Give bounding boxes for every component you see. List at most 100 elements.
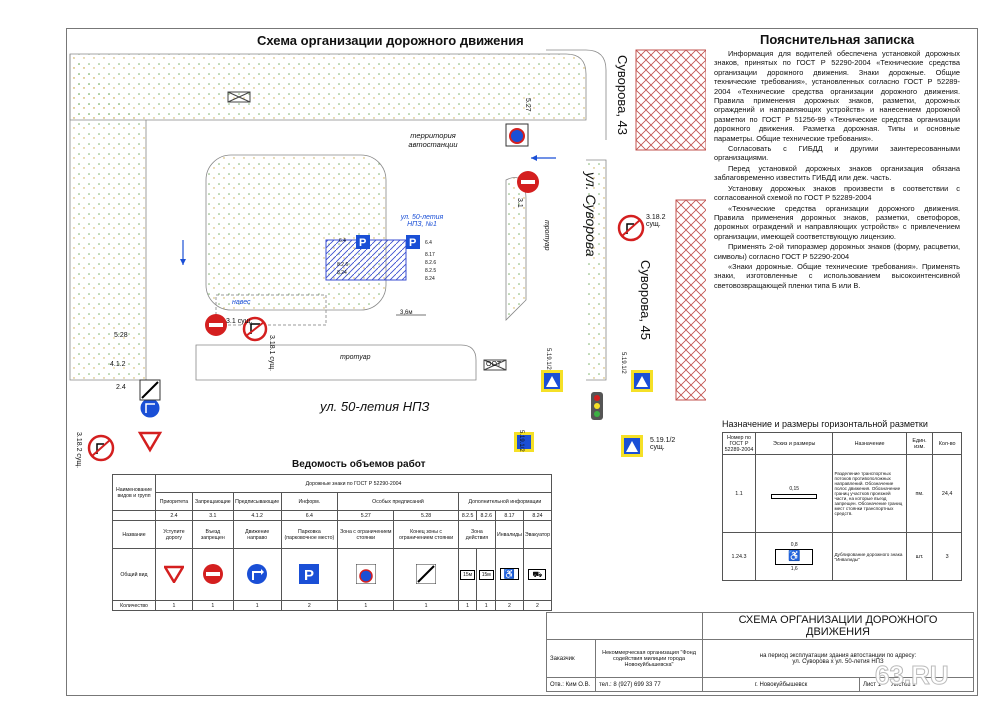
stamp-period: на период эксплуатации здания автостанци…: [759, 652, 917, 659]
marking-unit: шт.: [905, 532, 934, 581]
drawing-frame: [66, 28, 978, 696]
vol-qty: 1: [457, 600, 478, 611]
vol-code: 5.28: [393, 510, 459, 521]
notes-title: Пояснительная записка: [760, 32, 915, 47]
vol-code: 4.1.2: [232, 510, 282, 521]
sign-5191-a: [541, 370, 563, 392]
vol-name: Конец зоны с ограничением стоянки: [393, 520, 459, 549]
marking-table: Номер по ГОСТ Р 52289-2004 Эскиз и разме…: [722, 432, 962, 581]
scheme-title: Схема организации дорожного движения: [257, 33, 524, 48]
svg-text:P: P: [304, 567, 314, 584]
vol-name: Эвакуатор: [522, 520, 553, 549]
marking-purpose: Дублирование дорожного знака "Инвалиды": [832, 532, 907, 581]
canopy: [215, 294, 327, 326]
sign-824-b-label: 8.24: [425, 276, 435, 282]
no-entry-icon: [191, 548, 234, 601]
green-area-top: [69, 53, 587, 121]
vol-group-header: Дорожные знаки по ГОСТ Р 52290-2004: [155, 474, 552, 493]
marking-row: 1.24.3 0,8 ♿ 1,6 Дублирование дорожного …: [722, 532, 962, 581]
line-sketch: [771, 494, 818, 499]
vol-name: Парковка (парковочное место): [280, 520, 339, 549]
vol-code: 2.4: [155, 510, 193, 521]
vol-name: Движение направо: [232, 520, 282, 549]
notes-paragraph: «Технические средства организации дорожн…: [714, 203, 960, 241]
house-45: [675, 199, 706, 401]
sign-5191-c: [621, 435, 643, 457]
zone-plate-left: 15м: [476, 548, 497, 601]
end-restricted-zone-icon: [393, 548, 459, 601]
marking-qty: 3: [932, 532, 962, 581]
house-45-label: Суворова, 45: [638, 260, 653, 341]
sign-3182-a-label: 3.18.2 сущ.: [646, 214, 666, 228]
vol-row-label: Общий вид: [112, 548, 156, 601]
house-43: [635, 49, 706, 151]
sign-3182-right: [617, 214, 645, 242]
sign-826-b-label: 8.2.6: [337, 262, 349, 268]
plate-text: 15м: [478, 569, 494, 580]
vol-code: 8.2.6: [476, 510, 497, 521]
marking-header: Назначение: [832, 432, 907, 455]
title-stamp: СХЕМА ОРГАНИЗАЦИИ ДОРОЖНОГО ДВИЖЕНИЯ Зак…: [546, 612, 974, 692]
vol-code: 8.24: [522, 510, 553, 521]
vol-qty: 2: [495, 600, 524, 611]
marking-header: Един. изм.: [905, 432, 934, 455]
notes-paragraph: Установку дорожных знаков произвести в с…: [714, 183, 960, 203]
sign-3182-b-label: 3.18.2 сущ.: [75, 432, 82, 469]
dim-w: 0,15: [789, 486, 800, 492]
sign-24: [137, 431, 163, 453]
vol-qty: 2: [280, 600, 339, 611]
stamp-phone: тел.: 8 (927) 699 33 77: [595, 677, 703, 692]
stamp-city: г. Новокуйбышевск: [702, 677, 860, 692]
zone-plate-right: 15м: [457, 548, 478, 601]
vol-name: Уступите дорогу: [155, 520, 193, 549]
marking-header: Эскиз и размеры: [754, 432, 834, 455]
notes-body: Информация для водителей обеспечена уста…: [714, 49, 960, 291]
parking-icon: P: [280, 548, 339, 601]
sign-3181-label: 3.18.1 сущ.: [268, 335, 275, 372]
vol-qty: 1: [232, 600, 282, 611]
sign-31-low: [205, 314, 227, 336]
stamp-resp: Отв.: Ким О.В.: [546, 677, 596, 692]
vol-name: Зона действия: [457, 520, 497, 549]
svg-text:P: P: [359, 237, 366, 249]
marking-num: 1.1: [722, 454, 756, 533]
vol-code: 8.2.5: [457, 510, 478, 521]
disabled-icon: ♿: [775, 548, 814, 565]
sign-412-label: 4.1.2: [110, 361, 126, 368]
plate-text: 15м: [460, 569, 476, 580]
street-50let-label: ул. 50-летия НПЗ: [320, 399, 430, 414]
sidewalk-label-1: тротуар: [340, 354, 371, 361]
vol-qty: 1: [337, 600, 395, 611]
notes-paragraph: Перед установкой дорожных знаков организ…: [714, 163, 960, 183]
traffic-scheme: P P: [69, 49, 706, 462]
vol-row-label: Количество: [112, 600, 156, 611]
oot-label: ООТ: [486, 361, 502, 368]
sign-825-label: 8.2.5: [425, 268, 437, 274]
volumes-table: Наименование видов и групп Дорожные знак…: [112, 474, 553, 611]
sign-528: [139, 379, 161, 401]
sign-24-label: 2.4: [116, 384, 126, 391]
notes-paragraph: Информация для водителей обеспечена уста…: [714, 49, 960, 143]
vol-qty: 1: [393, 600, 459, 611]
vol-name: Въезд запрещен: [191, 520, 234, 549]
traffic-light: [591, 392, 603, 420]
sign-527: [505, 123, 529, 147]
stamp-sheets: Лист 1 Листов 1: [859, 677, 974, 692]
house-43-label: Суворова, 43: [615, 55, 630, 136]
marking-header: Кол-во: [932, 432, 962, 455]
vol-code: 3.1: [191, 510, 234, 521]
sign-5191-d-label: 5.19.1/2: [518, 430, 524, 452]
notes-paragraph: Применять 2-ой типоразмер дорожных знако…: [714, 242, 960, 261]
turn-right-icon: [232, 548, 282, 601]
vol-code: 6.4: [280, 510, 339, 521]
marking-title: Назначение и размеры горизонтальной разм…: [722, 419, 928, 429]
vol-group: Дополнительной информации: [457, 492, 553, 511]
sign-826-a-label: 8.2.6: [425, 260, 437, 266]
marking-sketch: 0,15: [754, 454, 834, 533]
marking-unit: пм.: [905, 454, 934, 533]
marking-row: 1.1 0,15 Разделение транспортных потоков…: [722, 454, 962, 533]
vol-qty: 1: [155, 600, 193, 611]
stamp-address: ул. Суворова х ул. 50-летия НПЗ: [792, 658, 884, 665]
sign-31-top: [517, 171, 539, 193]
marking-qty: 24,4: [932, 454, 962, 533]
